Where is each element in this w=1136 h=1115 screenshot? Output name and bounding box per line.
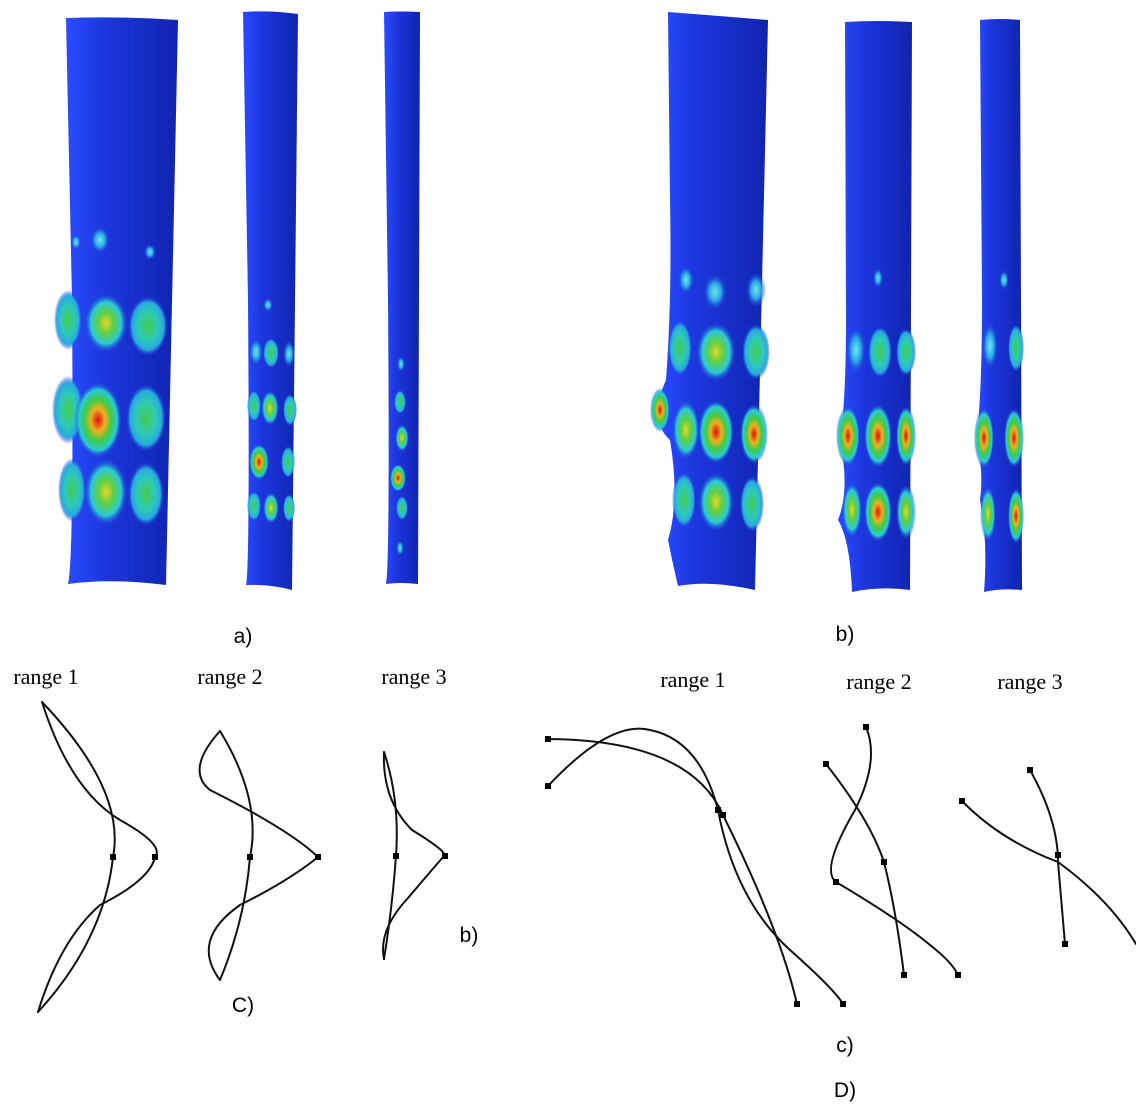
panel-c-label: C) bbox=[232, 994, 254, 1017]
node bbox=[442, 853, 448, 859]
node bbox=[840, 1001, 846, 1007]
node bbox=[959, 798, 965, 804]
panel-a: a) bbox=[52, 11, 420, 648]
node bbox=[863, 724, 869, 730]
node bbox=[1062, 941, 1068, 947]
panel-d-range-1-label: range 1 bbox=[660, 667, 725, 692]
node bbox=[823, 761, 829, 767]
node bbox=[955, 972, 961, 978]
shell-a-wide bbox=[52, 17, 178, 586]
curve-c-range-3 bbox=[382, 751, 448, 960]
shell-b-wide bbox=[650, 12, 770, 590]
node bbox=[315, 854, 321, 860]
panel-a-label: a) bbox=[234, 625, 253, 648]
curve-c-range-1 bbox=[37, 701, 158, 1013]
curve-d-range-3 bbox=[959, 767, 1136, 947]
panel-d-range-2-label: range 2 bbox=[846, 669, 911, 694]
panel-d-label: D) bbox=[834, 1079, 856, 1102]
shell-b-medium bbox=[836, 21, 916, 592]
node bbox=[881, 859, 887, 865]
panel-b: b) bbox=[650, 12, 1024, 646]
node bbox=[794, 1001, 800, 1007]
panel-c-range-2-label: range 2 bbox=[197, 664, 262, 689]
shell-a-narrow bbox=[384, 11, 420, 584]
curve-d-range-1 bbox=[545, 727, 846, 1007]
node bbox=[545, 736, 551, 742]
panel-c-range-3-label: range 3 bbox=[381, 664, 446, 689]
node bbox=[152, 854, 158, 860]
panel-b-label: b) bbox=[836, 623, 855, 646]
panel-c-range-1-label: range 1 bbox=[13, 664, 78, 689]
curve-c-range-2 bbox=[198, 730, 321, 981]
node bbox=[715, 807, 721, 813]
shell-b-narrow bbox=[974, 19, 1024, 592]
node bbox=[1027, 767, 1033, 773]
node bbox=[901, 972, 907, 978]
node bbox=[1055, 852, 1061, 858]
node bbox=[247, 854, 253, 860]
node bbox=[720, 812, 726, 818]
panel-d-range-3-label: range 3 bbox=[997, 669, 1062, 694]
panel-d: range 1 range 2 range 3 bbox=[545, 667, 1136, 1102]
node bbox=[393, 853, 399, 859]
curve-d-range-2 bbox=[823, 724, 961, 978]
node bbox=[110, 854, 116, 860]
node bbox=[545, 783, 551, 789]
node bbox=[833, 879, 839, 885]
panel-c: range 1 range 2 range 3 b) C) bbox=[13, 664, 478, 1017]
panel-c-side-label: b) bbox=[460, 924, 479, 947]
panel-d-side-label: c) bbox=[836, 1034, 854, 1057]
shell-a-medium bbox=[243, 11, 298, 591]
